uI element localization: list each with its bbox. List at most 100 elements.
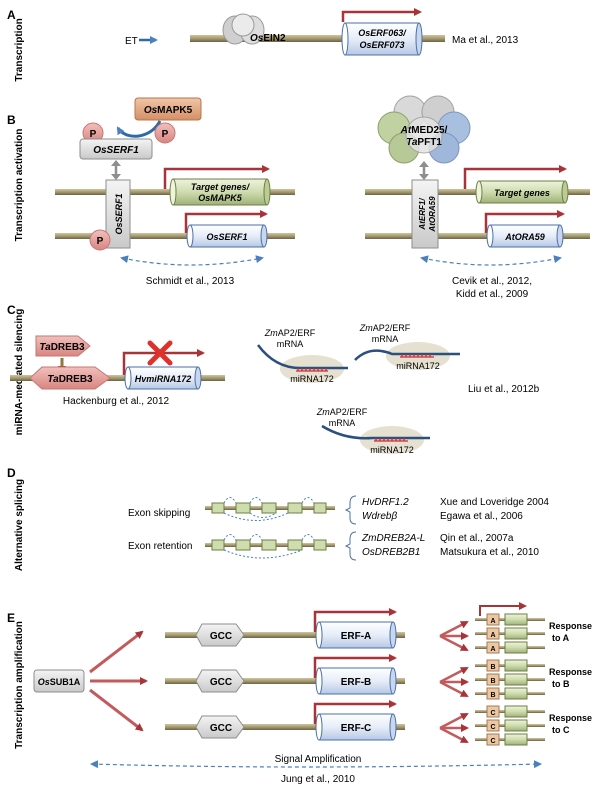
target-set-c	[475, 705, 545, 746]
mrna-strand-2	[354, 349, 460, 361]
erf-b-label: ERF-B	[341, 677, 372, 688]
phospho-circle-3	[89, 229, 111, 251]
aterf1-vertical-label: AtERF1/	[418, 198, 427, 231]
response-b-label-1: Response	[549, 667, 592, 677]
mrna-3-label-2: mRNA	[329, 418, 356, 428]
mirna-bars-1	[296, 368, 328, 372]
osdreb2b1-label: OsDREB2B1	[362, 547, 420, 558]
tag-a-3: A	[490, 646, 495, 653]
amplify-arrows-b	[439, 666, 469, 698]
mirna172-label-2: miRNA172	[396, 361, 440, 371]
erf-c-label: ERF-C	[341, 723, 372, 734]
erf-a-gene	[315, 621, 397, 649]
transcription-arrow	[479, 602, 527, 616]
oseine2-protein	[222, 13, 265, 45]
transcription-arrow	[463, 165, 567, 189]
induction-arrow-c	[89, 688, 144, 732]
binding-arrowheads-left	[111, 160, 121, 180]
mrna-2-label-2: mRNA	[372, 334, 399, 344]
splice-junctions-top-2	[223, 534, 315, 541]
oserf073-label: OsERF073	[359, 40, 404, 50]
osserf1-gene-label: OsSERF1	[206, 232, 247, 242]
atora59-vertical-label: AtORA59	[428, 196, 437, 233]
mrna-3-label: ZmAP2/ERF	[316, 407, 368, 417]
oseine2-label: OsEIN2	[250, 33, 286, 44]
gcc-label-b: GCC	[210, 677, 232, 688]
response-a-label-1: Response	[549, 621, 592, 631]
target-genes-right-label: Target genes	[494, 188, 550, 198]
panel-a: A Transcription ET OsEIN2 OsERF063/ OsER…	[7, 8, 519, 82]
panel-a-label: Transcription	[14, 18, 25, 81]
gcc-element-b	[195, 669, 245, 693]
erf-c-gene	[315, 713, 397, 741]
erf-a-label: ERF-A	[341, 631, 372, 642]
transcription-arrow	[484, 210, 565, 233]
tadreb3-protein-bound	[29, 366, 111, 390]
tag-c-3: C	[490, 738, 495, 745]
atmed25-tapft1-complex	[377, 95, 471, 164]
feedback-loop-left	[120, 255, 264, 266]
dna-strand	[165, 678, 405, 684]
panel-b-left-reference: Schmidt et al., 2013	[146, 276, 235, 287]
panel-b-right-reference-1: Cevik et al., 2012,	[452, 276, 532, 287]
panel-b-label: Transcription activation	[14, 129, 25, 242]
panel-b-right-reference-2: Kidd et al., 2009	[456, 289, 529, 300]
tag-c-2: C	[490, 724, 495, 731]
mrna-strand-1	[256, 344, 348, 370]
transcription-arrow	[184, 210, 268, 233]
panel-a-letter: A	[7, 8, 16, 22]
mirna-bars-3	[374, 438, 408, 442]
target-set-a	[475, 613, 545, 654]
hvmirna172-gene	[124, 366, 202, 390]
phospho-label-3: P	[97, 236, 104, 247]
response-b-label-2: to B	[552, 679, 570, 689]
transcription-arrow	[313, 654, 397, 678]
transcription-arrow	[341, 8, 422, 22]
tag-a-2: A	[490, 632, 495, 639]
osmapk5-kinase	[134, 97, 202, 121]
response-c-label-1: Response	[549, 713, 592, 723]
amplify-arrows-c	[439, 712, 469, 744]
panel-c-left-reference: Hackenburg et al., 2012	[63, 396, 170, 407]
tag-c-1: C	[490, 710, 495, 717]
dna-strand	[10, 375, 225, 381]
oserf063-label: OsERF063/	[358, 28, 407, 38]
phospho-label-1: P	[90, 129, 97, 140]
phospho-circle-2	[154, 122, 176, 144]
osserf1-vertical-box	[105, 179, 131, 249]
panel-c-right-reference: Liu et al., 2012b	[468, 384, 540, 395]
mirna-bars-2	[400, 354, 434, 358]
ossub1a-label: OsSUB1A	[38, 677, 81, 687]
osmapk5-gene-label: OsMAPK5	[198, 193, 243, 203]
exon-retention-label: Exon retention	[128, 541, 193, 552]
transcription-arrow	[313, 700, 397, 724]
panel-c-label: miRNA-mediated silencing	[14, 309, 25, 436]
panel-b: B Transcription activation OsMAPK5 P P O…	[7, 95, 590, 300]
row1-ref-1: Xue and Loveridge 2004	[440, 497, 549, 508]
mirna172-label-1: miRNA172	[290, 374, 334, 384]
mrna-2-label: ZmAP2/ERF	[359, 323, 411, 333]
panel-d: D Alternative splicing Exon skipping HvD…	[7, 466, 549, 571]
oserf063-gene	[341, 22, 423, 56]
splice-junctions-top-1	[223, 497, 315, 504]
splice-junctions-bottom-1	[223, 512, 289, 521]
dna-strand	[165, 632, 405, 638]
feedback-loop-right	[420, 255, 562, 266]
gcc-element-a	[195, 623, 245, 647]
tag-b-3: B	[490, 692, 495, 699]
response-c-label-2: to C	[552, 725, 570, 735]
signal-amplification-label: Signal Amplification	[275, 754, 362, 765]
splice-junctions-bottom-2	[223, 549, 303, 559]
gcc-label-c: GCC	[210, 723, 232, 734]
tag-b-2: B	[490, 678, 495, 685]
signal-amplification-line	[90, 760, 542, 769]
block-x-icon	[147, 340, 173, 366]
panel-e-label: Transcription amplification	[14, 621, 25, 749]
erf-b-gene	[315, 667, 397, 695]
exon-blocks-2	[211, 539, 327, 551]
atmed25-label: AtMED25/	[400, 125, 448, 136]
atora59-gene-label: AtORA59	[504, 232, 545, 242]
panel-e-letter: E	[7, 611, 15, 625]
mrna-1-label: ZmAP2/ERF	[264, 328, 316, 338]
